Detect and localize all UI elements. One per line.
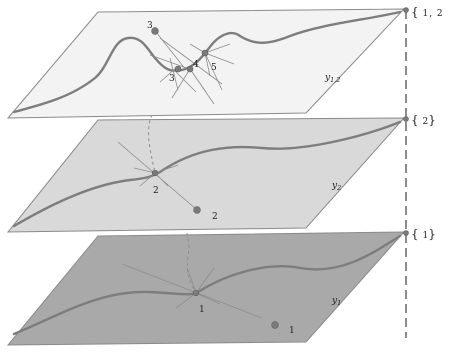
- top-plane-surface: [6, 8, 406, 119]
- middle-plane-spokes: [117, 141, 197, 210]
- top-set-label: { 1, 2: [411, 5, 443, 19]
- middle-plane-surface: [6, 117, 406, 233]
- bottom-set-label: { 1}: [411, 227, 436, 241]
- middle-node-2: [151, 169, 159, 177]
- top-node-3b-label: 3: [169, 74, 175, 84]
- top-node-5-label: 5: [211, 63, 217, 73]
- bottom-plane-label: y1: [331, 296, 341, 307]
- bottom-plane-spokes: [121, 263, 263, 319]
- bottom-set-marker: [403, 230, 409, 236]
- top-node-3b: [174, 65, 182, 73]
- bottom-node-1-label: 1: [199, 305, 205, 315]
- top-set-marker: [403, 7, 409, 13]
- link-middle-to-bottom: [186, 210, 197, 294]
- top-node-4-label: 4: [193, 60, 199, 70]
- top-node-3: [151, 27, 159, 35]
- top-node-3-label: 3: [147, 21, 153, 31]
- middle-plane: 2 2 y2: [6, 117, 406, 233]
- middle-set-label: { 2}: [411, 113, 436, 127]
- middle-plane-label: y2: [331, 181, 341, 192]
- top-node-5: [201, 49, 209, 57]
- top-plane-curve: [12, 10, 402, 114]
- middle-node-2-side: [193, 206, 201, 214]
- middle-plane-curve: [12, 120, 402, 228]
- top-node-4: [186, 65, 194, 73]
- bottom-plane: 1 1 y1: [6, 231, 406, 346]
- top-plane-spokes: [149, 31, 235, 105]
- middle-node-2-label: 2: [153, 186, 159, 196]
- bottom-node-1-side-label: 1: [289, 326, 295, 336]
- bottom-node-1-side: [271, 321, 279, 329]
- middle-set-marker: [403, 116, 409, 122]
- middle-node-2-side-label: 2: [212, 212, 218, 222]
- top-plane-label: y1,2: [324, 73, 340, 84]
- top-plane: 3 3 4 5 y1,2: [6, 8, 406, 119]
